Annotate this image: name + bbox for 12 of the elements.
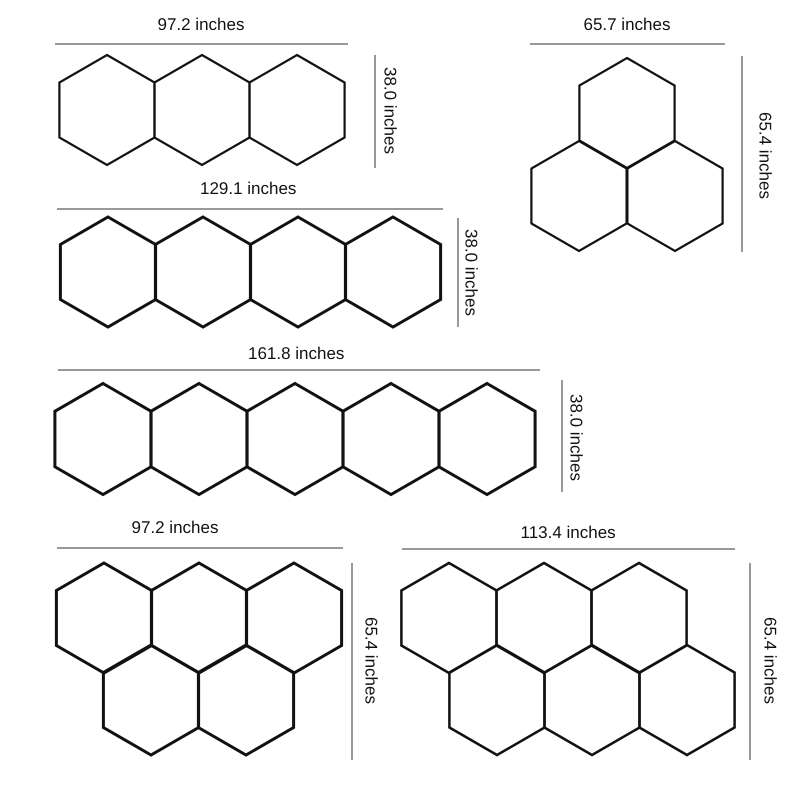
dimension-label: 38.0 inches	[462, 228, 480, 316]
dimension-label: 161.8 inches	[248, 344, 344, 362]
dimension-label: 113.4 inches	[520, 524, 616, 540]
dimension-label: 97.2 inches	[132, 518, 218, 536]
dimension-label: 65.4 inches	[362, 616, 380, 704]
dimension-label: 129.1 inches	[200, 180, 296, 196]
dimension-label: 65.7 inches	[584, 16, 670, 32]
dimension-label: 65.4 inches	[756, 112, 774, 198]
dimension-label: 97.2 inches	[158, 16, 244, 32]
dimension-label: 38.0 inches	[382, 66, 398, 154]
dimension-label: 65.4 inches	[762, 616, 778, 704]
dimension-label: 38.0 inches	[568, 394, 584, 480]
